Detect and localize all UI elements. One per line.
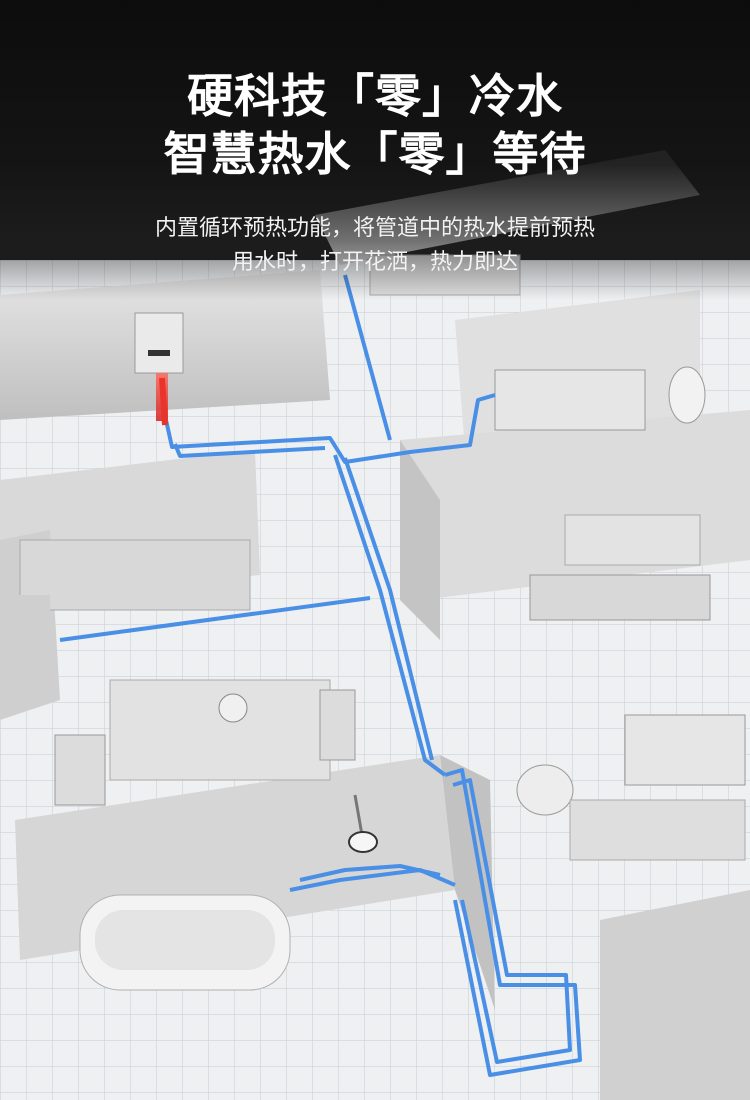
dining-table-icon — [54, 679, 356, 806]
subtitle-line-1: 内置循环预热功能，将管道中的热水提前预热 — [154, 216, 595, 241]
headline-line-1: 硬科技「零」冷水 — [187, 69, 563, 123]
bathtub-icon — [79, 894, 291, 991]
sofa-icon — [516, 514, 746, 861]
hot-water-pipe — [159, 377, 168, 426]
subtitle-line-2: 用水时，打开花洒，热力即达 — [231, 250, 518, 275]
wall-mid-right-front — [400, 440, 440, 640]
kitchen-counter-icon — [10, 539, 251, 655]
header-overlay — [0, 0, 750, 300]
shower-head-icon — [348, 794, 378, 853]
water-pipes — [59, 274, 582, 1077]
headline-line-2: 智慧热水「零」等待 — [163, 127, 587, 181]
toilet-icon — [668, 366, 706, 424]
wall-bottom-right — [600, 890, 750, 1100]
wall-bottom-bath-side — [440, 755, 495, 1010]
